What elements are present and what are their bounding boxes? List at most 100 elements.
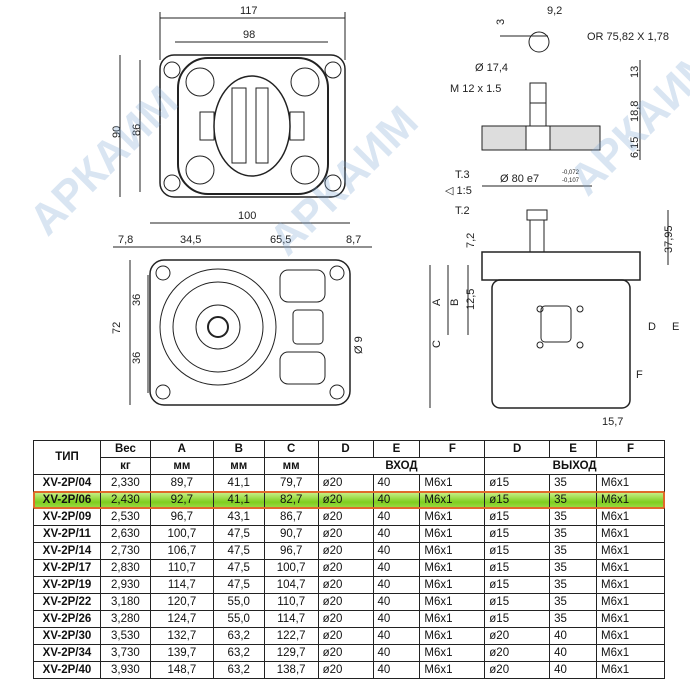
table-cell: 104,7: [263, 576, 319, 594]
table-cell: 2,330: [99, 474, 151, 492]
header-inlet-e: E: [372, 440, 421, 458]
dim-18-8: 18,8: [629, 101, 641, 122]
dim-b: B: [449, 299, 461, 306]
technical-drawing: 117 98 90 86 100 7,8 34,5 65,5 8,7 72 36…: [111, 5, 679, 428]
dim-65-5: 65,5: [270, 234, 291, 246]
cell-type: XV-2P/30: [33, 627, 101, 645]
dim-a: A: [431, 298, 443, 306]
tolerance-upper: -0,072: [562, 170, 580, 176]
dim-dia-17-4: Ø 17,4: [475, 62, 508, 74]
table-cell: 132,7: [149, 627, 214, 645]
table-cell: 138,7: [263, 661, 319, 679]
dim-7-8: 7,8: [118, 234, 133, 246]
table-cell: M6x1: [419, 474, 486, 492]
table-cell: M6x1: [419, 525, 486, 543]
header-inlet: ВХОД: [317, 457, 486, 475]
header-weight: Вес: [99, 440, 151, 458]
cell-type: XV-2P/11: [33, 525, 101, 543]
table-cell: 3,280: [99, 610, 151, 628]
table-cell: 43,1: [212, 508, 265, 526]
table-cell: ø20: [484, 661, 551, 679]
table-cell: 35: [549, 525, 598, 543]
table-cell: 96,7: [149, 508, 214, 526]
table-cell: 2,730: [99, 542, 151, 560]
table-cell: 3,530: [99, 627, 151, 645]
cell-type: XV-2P/09: [33, 508, 101, 526]
dim-7-2: 7,2: [465, 233, 477, 248]
dim-34-5: 34,5: [180, 234, 201, 246]
table-cell: M6x1: [596, 508, 665, 526]
table-cell: 3,730: [99, 644, 151, 662]
cell-type: XV-2P/34: [33, 644, 101, 662]
header-outlet: ВЫХОД: [484, 457, 665, 475]
table-cell: M6x1: [596, 627, 665, 645]
t2-label: T.2: [455, 205, 470, 217]
table-cell: M6x1: [596, 644, 665, 662]
unit-kg: кг: [99, 457, 151, 475]
cell-type: XV-2P/26: [33, 610, 101, 628]
taper-label: ◁ 1:5: [445, 185, 472, 197]
table-cell: ø20: [317, 508, 374, 526]
table-cell: 92,7: [149, 491, 214, 509]
table-cell: ø20: [484, 644, 551, 662]
dim-36: 36: [131, 294, 143, 306]
oring-label: OR 75,82 X 1,78: [587, 31, 669, 43]
header-c: C: [263, 440, 319, 458]
header-inlet-d: D: [317, 440, 374, 458]
dim-f: F: [636, 369, 643, 381]
table-cell: ø20: [317, 525, 374, 543]
table-cell: 2,630: [99, 525, 151, 543]
table-cell: 35: [549, 576, 598, 594]
side-view: T.3 ◁ 1:5 T.2 Ø 80 e7 -0,072 -0,107 7,2 …: [429, 169, 679, 428]
table-cell: 40: [372, 542, 421, 560]
table-cell: 40: [372, 661, 421, 679]
table-cell: M6x1: [419, 661, 486, 679]
table-cell: 35: [549, 474, 598, 492]
table-cell: 82,7: [263, 491, 319, 509]
table-cell: 63,2: [212, 661, 265, 679]
table-cell: ø20: [317, 644, 374, 662]
table-cell: M6x1: [419, 542, 486, 560]
table-cell: 124,7: [149, 610, 214, 628]
table-cell: M6x1: [419, 644, 486, 662]
table-cell: ø20: [317, 593, 374, 611]
table-cell: 40: [372, 474, 421, 492]
table-cell: 106,7: [149, 542, 214, 560]
table-cell: M6x1: [596, 576, 665, 594]
table-cell: 40: [372, 644, 421, 662]
cell-type: XV-2P/06: [33, 491, 101, 509]
table-cell: M6x1: [419, 508, 486, 526]
dim-98: 98: [243, 29, 255, 41]
table-cell: 114,7: [263, 610, 319, 628]
table-cell: 2,530: [99, 508, 151, 526]
header-outlet-f: F: [596, 440, 665, 458]
table-cell: 40: [372, 559, 421, 577]
dim-6-15: 6,15: [629, 137, 641, 158]
table-cell: 35: [549, 610, 598, 628]
table-cell: ø20: [317, 627, 374, 645]
table-cell: M6x1: [596, 559, 665, 577]
table-cell: 86,7: [263, 508, 319, 526]
dim-117: 117: [240, 5, 258, 17]
table-cell: M6x1: [419, 627, 486, 645]
dim-72: 72: [111, 322, 123, 334]
table-cell: 35: [549, 559, 598, 577]
table-cell: ø15: [484, 525, 551, 543]
table-cell: ø15: [484, 559, 551, 577]
cell-type: XV-2P/14: [33, 542, 101, 560]
dim-90: 90: [111, 126, 123, 138]
table-cell: 40: [372, 576, 421, 594]
table-cell: 40: [372, 508, 421, 526]
header-outlet-e: E: [549, 440, 598, 458]
t3-label: T.3: [455, 169, 470, 181]
header-type: ТИП: [33, 440, 101, 475]
table-cell: 3,930: [99, 661, 151, 679]
table-cell: 35: [549, 542, 598, 560]
dim-36: 36: [131, 352, 143, 364]
